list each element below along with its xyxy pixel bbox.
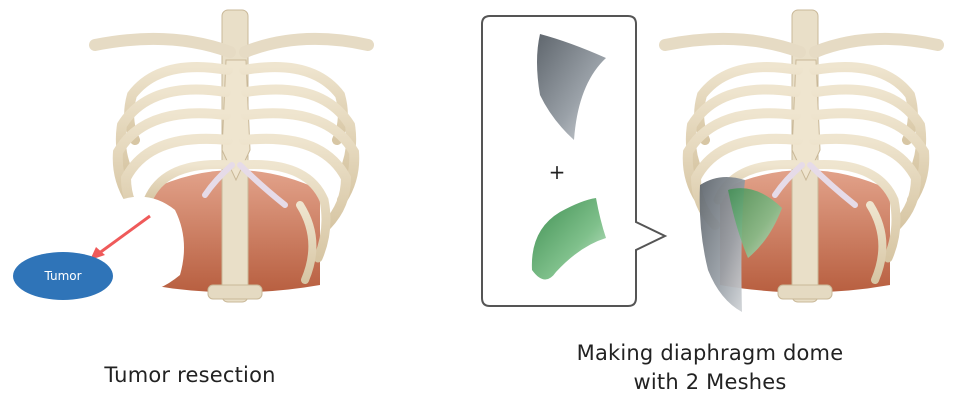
left-ribcage-illustration bbox=[95, 10, 368, 302]
right-ribcage-illustration bbox=[665, 10, 938, 312]
tumor-label: Tumor bbox=[13, 252, 113, 300]
caption-tumor-resection: Tumor resection bbox=[60, 361, 320, 390]
caption-right-line1: Making diaphragm dome bbox=[520, 339, 900, 368]
plus-sign: + bbox=[546, 160, 568, 184]
caption-right-line2: with 2 Meshes bbox=[520, 368, 900, 397]
mesh-callout bbox=[482, 16, 665, 306]
caption-making-diaphragm: Making diaphragm dome with 2 Meshes bbox=[520, 339, 900, 397]
resection-area bbox=[120, 197, 184, 293]
